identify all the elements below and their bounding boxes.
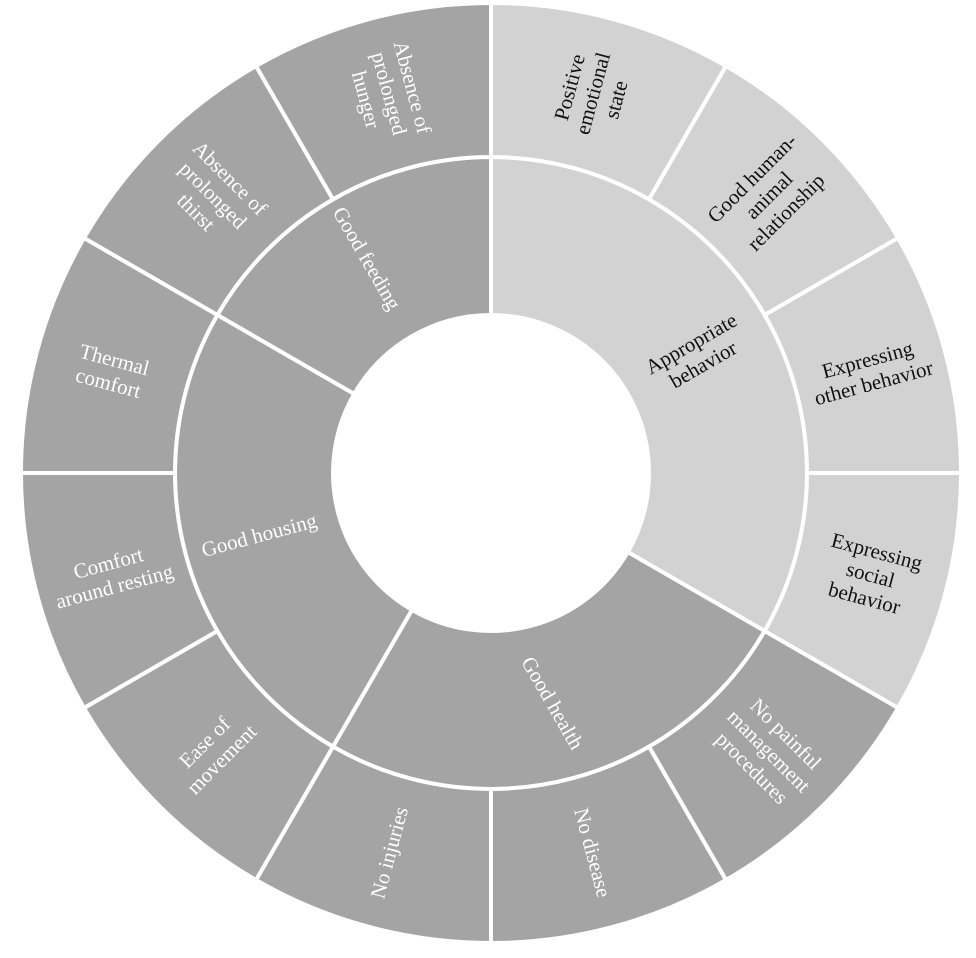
inner-ring xyxy=(173,154,809,791)
outer-segment-thermal-comfort xyxy=(18,235,221,475)
outer-label-absence-of-prolonged-hunger: Absence ofprolongedhunger xyxy=(342,38,436,148)
outer-ring xyxy=(18,0,964,946)
